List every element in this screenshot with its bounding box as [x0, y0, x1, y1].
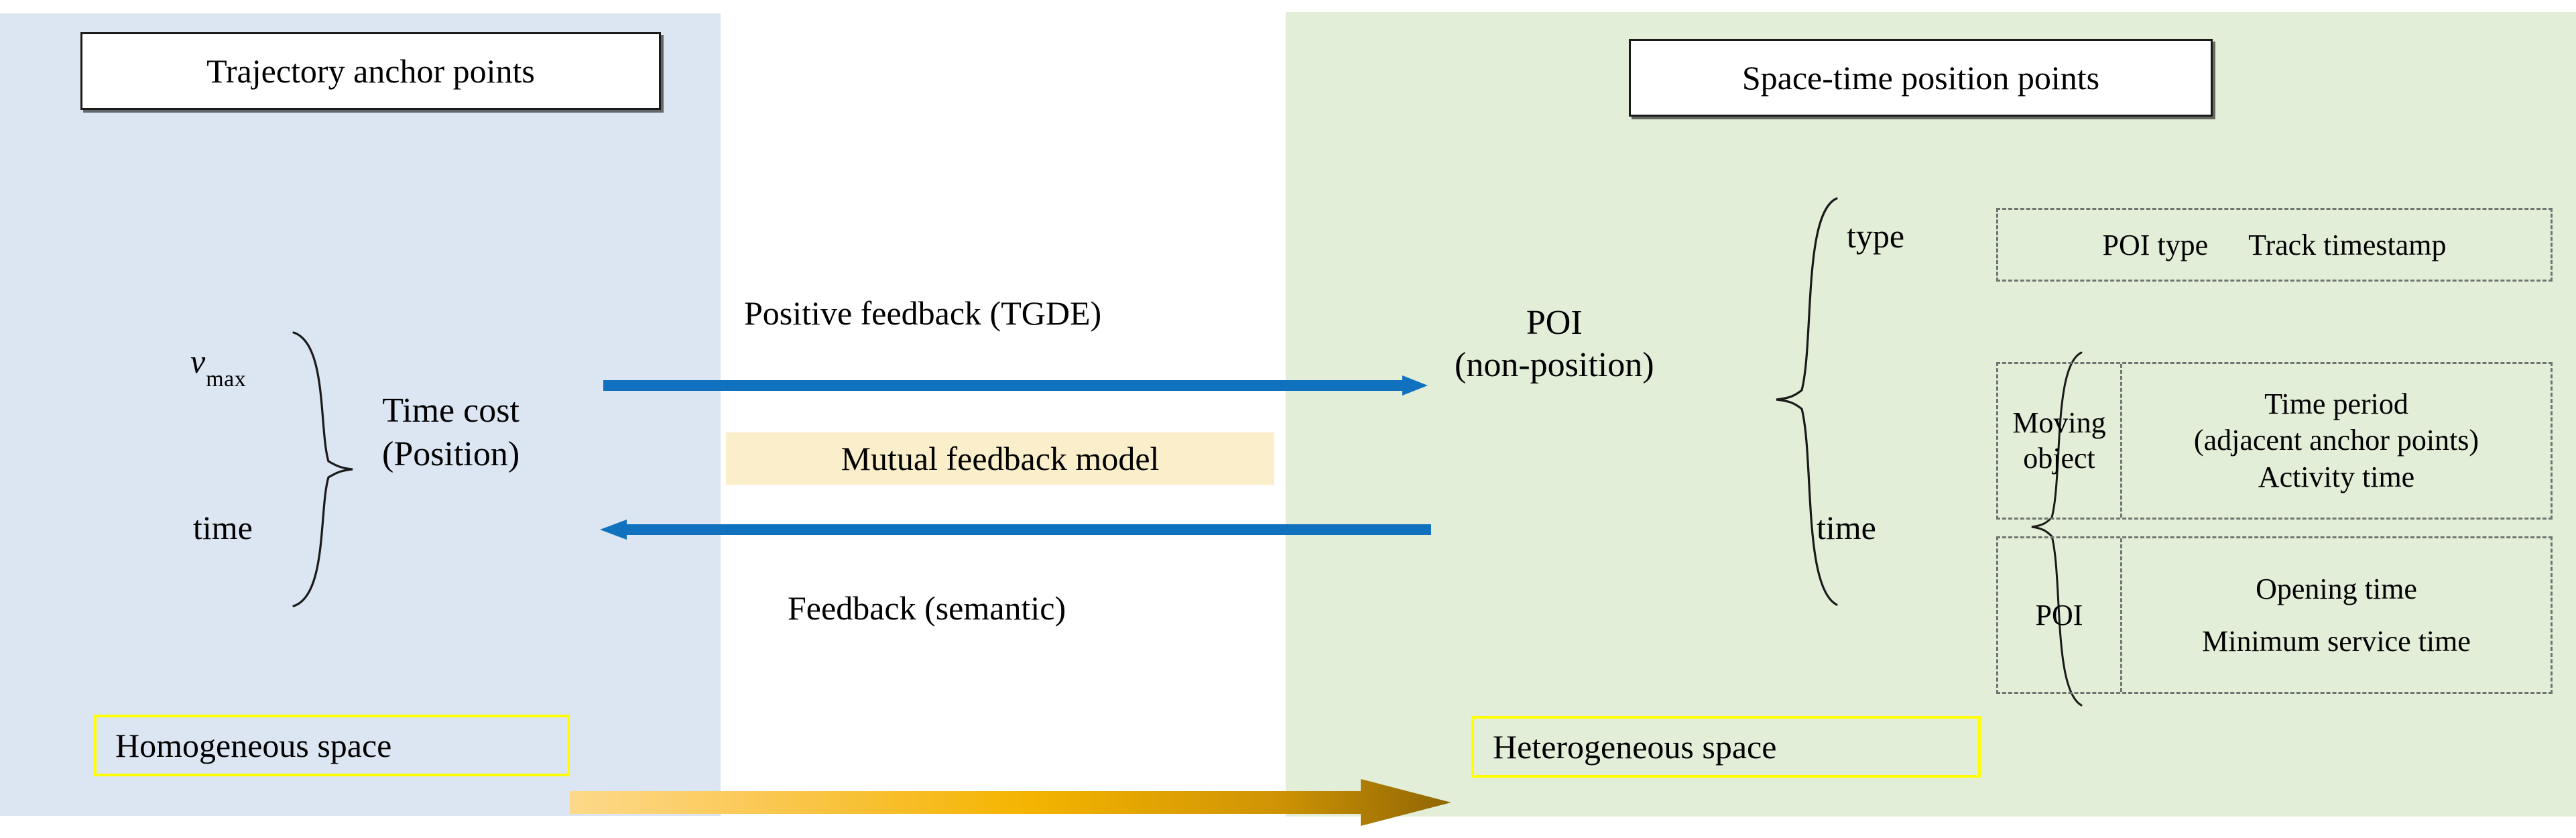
- heterogeneous-space-panel: [1286, 12, 2576, 817]
- v-max-base: v: [190, 343, 206, 380]
- heterogeneous-space-label: Heterogeneous space: [1493, 728, 1777, 766]
- poi-line-2: (non-position): [1455, 346, 1654, 385]
- forward-arrow-shaft: [603, 380, 1404, 391]
- poi-line-1: POI: [1526, 304, 1583, 342]
- homogeneous-space-label: Homogeneous space: [115, 727, 392, 764]
- backward-arrow-icon: [600, 520, 1431, 540]
- poi-type-item: POI type: [2102, 228, 2209, 261]
- opening-time-line: Opening time: [2256, 572, 2417, 605]
- branch-type-label: type: [1847, 217, 1905, 255]
- v-max-variable: vmax: [190, 343, 246, 392]
- moving-object-line-1: Moving: [2012, 406, 2106, 439]
- time-cost-position-label: Time cost (Position): [382, 389, 519, 476]
- homogeneous-space-panel: [0, 13, 721, 816]
- adjacent-anchor-points-line: (adjacent anchor points): [2193, 424, 2479, 457]
- poi-type-attributes-box: POI type Track timestamp: [1996, 208, 2553, 282]
- forward-arrow-head: [1402, 375, 1428, 396]
- space-time-position-points-header: Space-time position points: [1629, 39, 2213, 117]
- moving-object-cell: Moving object: [1998, 364, 2122, 518]
- poi-curly-brace-icon: [1776, 197, 1838, 606]
- poi-cell-label: POI: [2035, 599, 2083, 632]
- track-timestamp-item: Track timestamp: [2248, 228, 2447, 261]
- trajectory-anchor-points-label: Trajectory anchor points: [206, 52, 535, 90]
- poi-details-cell: Opening time Minimum service time: [2122, 538, 2551, 692]
- time-period-line: Time period: [2264, 387, 2408, 420]
- mutual-feedback-model-badge: Mutual feedback model: [726, 432, 1274, 485]
- feedback-semantic-label: Feedback (semantic): [788, 589, 1066, 627]
- trajectory-anchor-points-header: Trajectory anchor points: [80, 32, 661, 110]
- left-curly-brace-icon: [292, 331, 353, 607]
- backward-arrow-head: [600, 520, 627, 540]
- time-curly-brace-icon: [2031, 351, 2083, 707]
- positive-feedback-label: Positive feedback (TGDE): [744, 294, 1102, 332]
- v-max-subscript: max: [206, 367, 247, 392]
- space-time-position-points-label: Space-time position points: [1741, 59, 2100, 97]
- moving-object-line-2: object: [2023, 441, 2095, 475]
- moving-object-time-box: Moving object Time period (adjacent anch…: [1996, 362, 2553, 520]
- homogeneous-space-badge: Homogeneous space: [94, 715, 570, 776]
- branch-time-label: time: [1817, 509, 1876, 546]
- poi-time-box: POI Opening time Minimum service time: [1996, 536, 2553, 694]
- activity-time-line: Activity time: [2258, 460, 2415, 493]
- poi-cell: POI: [1998, 538, 2122, 692]
- minimum-service-time-line: Minimum service time: [2202, 625, 2471, 658]
- space-transition-arrow-icon: [570, 779, 1451, 826]
- poi-non-position-label: POI (non-position): [1455, 302, 1654, 387]
- time-cost-line-2: (Position): [382, 435, 520, 473]
- forward-arrow-icon: [603, 375, 1428, 396]
- moving-object-details-cell: Time period (adjacent anchor points) Act…: [2122, 364, 2551, 518]
- heterogeneous-space-badge: Heterogeneous space: [1471, 716, 1981, 778]
- time-cost-line-1: Time cost: [382, 392, 519, 430]
- backward-arrow-shaft: [627, 524, 1431, 535]
- time-variable-left: time: [193, 509, 253, 546]
- mutual-feedback-model-label: Mutual feedback model: [841, 440, 1160, 477]
